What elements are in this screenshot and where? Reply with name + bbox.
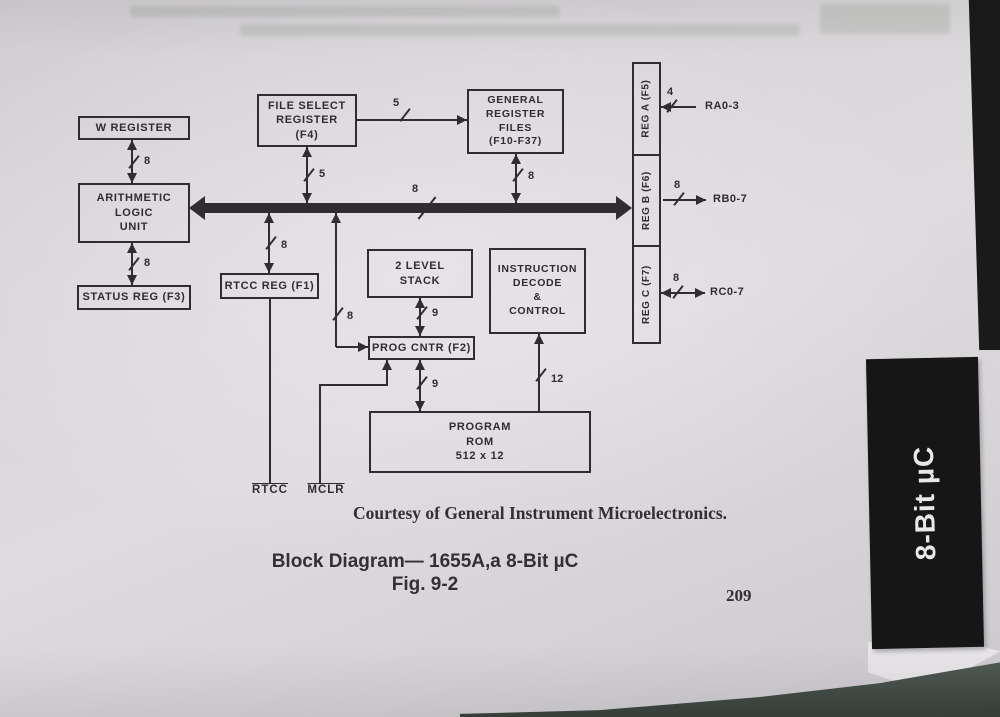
desk-surface [460, 662, 1000, 717]
width-tick [535, 368, 547, 382]
reg-b-label: REG B (F6) [640, 171, 652, 230]
block-program-rom: PROGRAM ROM 512 x 12 [369, 411, 591, 473]
bus-width-label: 8 [144, 257, 151, 269]
reg-a-label: REG A (F5) [640, 79, 652, 139]
port-ra-line [661, 102, 696, 112]
width-tick [265, 236, 277, 250]
bus-arrowhead-into-alu [189, 196, 205, 220]
figure-title: Block Diagram— 1655A,a 8-Bit µC [271, 551, 579, 572]
block-reg-c: REG C (F7) [632, 245, 661, 344]
block-rtcc-reg: RTCC REG (F1) [220, 273, 319, 299]
block-reg-a: REG A (F5) [632, 62, 661, 156]
width-tick [512, 168, 524, 182]
page-number: 209 [726, 586, 752, 605]
chapter-side-tab-label: 8-Bit µC [907, 445, 942, 561]
pin-label-mclr: MCLR [307, 484, 345, 496]
connector-bus-pc-vertical [331, 213, 341, 347]
block-status-reg: STATUS REG (F3) [77, 285, 191, 310]
bus-width-label: 12 [551, 373, 564, 385]
width-tick [303, 168, 315, 182]
bus-width-label: 5 [319, 168, 326, 180]
block-2-level-stack: 2 LEVEL STACK [367, 249, 473, 298]
connector-rom-decode [534, 334, 544, 411]
rtcc-pin-line [269, 299, 271, 484]
bleed-through-text [130, 6, 560, 17]
block-prog-cntr: PROG CNTR (F2) [368, 336, 475, 360]
bleed-through-text [240, 24, 800, 36]
bus-width-label: 8 [144, 155, 151, 167]
courtesy-caption: Courtesy of General Instrument Microelec… [352, 503, 728, 523]
width-tick [128, 257, 140, 271]
connector-fsr-grf [357, 115, 467, 125]
port-label-ra: RA0-3 [705, 100, 740, 112]
port-label-rc: RC0-7 [710, 286, 745, 298]
width-tick [416, 306, 428, 320]
width-tick [128, 155, 140, 169]
figure-number: Fig. 9-2 [391, 574, 459, 595]
bus-width-label: 8 [281, 239, 288, 251]
bus-width-label: 5 [393, 97, 400, 109]
bus-width-label: 8 [673, 272, 680, 284]
width-tick [332, 307, 344, 321]
bus-width-label: 8 [347, 310, 354, 322]
pin-label-rtcc: RTCC [252, 484, 288, 496]
width-tick [416, 376, 428, 390]
book-edge-dark-strip [968, 0, 1000, 350]
main-data-bus [202, 203, 618, 213]
block-general-register-files: GENERAL REGISTER FILES (F10-F37) [467, 89, 564, 154]
chapter-side-tab: 8-Bit µC [865, 356, 985, 650]
port-label-rb: RB0-7 [713, 193, 748, 205]
block-file-select-register: FILE SELECT REGISTER (F4) [257, 94, 357, 147]
mclr-into-pc [382, 360, 392, 386]
bus-width-label: 4 [667, 86, 674, 98]
bleed-through-text [820, 4, 950, 34]
port-rb-line [663, 195, 706, 205]
block-instruction-decode: INSTRUCTION DECODE & CONTROL [489, 248, 586, 334]
mclr-pin-line-vertical [319, 385, 321, 484]
mclr-pin-line-horizontal [319, 384, 388, 386]
bus-width-label: 9 [432, 378, 439, 390]
bus-width-label: 9 [432, 307, 439, 319]
bus-arrowhead-into-reg-b [616, 196, 632, 220]
block-w-register: W REGISTER [78, 116, 190, 140]
block-alu: ARITHMETIC LOGIC UNIT [78, 183, 190, 243]
connector-bus-pc-horizontal [336, 342, 368, 352]
reg-c-label: REG C (F7) [640, 265, 652, 324]
port-rc-line [661, 288, 705, 298]
bus-width-label: 8 [412, 183, 419, 195]
bus-width-label: 8 [528, 170, 535, 182]
block-reg-b: REG B (F6) [632, 154, 661, 247]
bus-width-label: 8 [674, 179, 681, 191]
